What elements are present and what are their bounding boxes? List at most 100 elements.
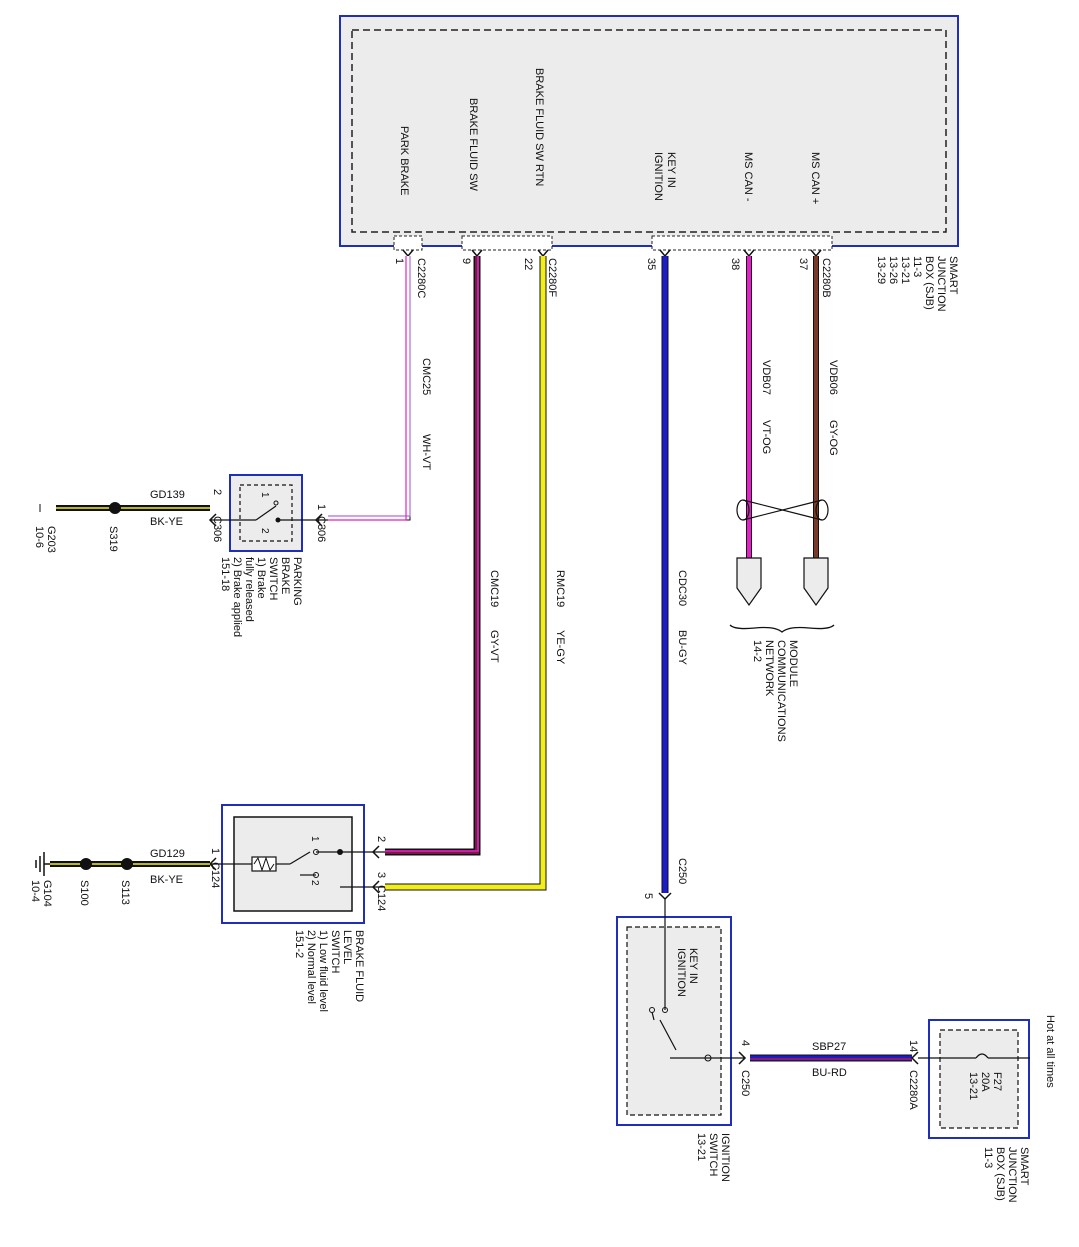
svg-text:IGNITION: IGNITION (719, 1133, 731, 1182)
wire-cmc19-circuit: CMC19 (488, 570, 500, 607)
pin-label-ms-can-minus: MS CAN - (742, 152, 754, 202)
sjb-bottom-pin-14: 14 (907, 1040, 919, 1052)
bfls-pin-2: 2 (375, 836, 387, 842)
svg-text:SMART: SMART (947, 256, 959, 295)
pin-number-22: 22 (522, 258, 534, 270)
svg-text:11-3: 11-3 (911, 256, 923, 277)
parking-brake-switch-name: PARKING BRAKE SWITCH 1) Brake fully rele… (219, 557, 303, 637)
bfls-connector-right: C124 (375, 885, 387, 911)
wire-rmc19-circuit: RMC19 (554, 570, 566, 607)
sjb-bottom-name: SMART JUNCTION BOX (SJB) 11-3 (982, 1147, 1030, 1203)
svg-text:SWITCH: SWITCH (329, 930, 341, 973)
splice-s319-label: S319 (107, 526, 119, 552)
svg-text:2) Brake applied: 2) Brake applied (231, 557, 243, 637)
bfls-pin-3: 3 (375, 872, 387, 878)
pin-number-9: 9 (460, 258, 472, 264)
sjb-bottom-module: F27 20A 13-21 (910, 1019, 1030, 1139)
sjb-top-frame (339, 15, 959, 247)
svg-text:13-21: 13-21 (899, 256, 911, 284)
connector-c2280c: C2280C (415, 258, 427, 298)
svg-text:13-21: 13-21 (695, 1133, 707, 1161)
svg-text:151-2: 151-2 (293, 930, 305, 958)
wire-vdb06-color: GY-OG (827, 420, 839, 456)
ignition-switch-inner-key-in: KEY IN (687, 948, 699, 984)
svg-text:fully released: fully released (243, 557, 255, 622)
wire-cmc19-color: GY-VT (488, 630, 500, 663)
svg-text:PARKING: PARKING (291, 557, 303, 606)
wire-gd139-color: BK-YE (150, 516, 183, 528)
pin-label-key-in: KEY IN (665, 152, 677, 188)
ign-pin-5: 5 (642, 893, 654, 899)
wire-rmc19 (385, 256, 547, 891)
svg-text:14-2: 14-2 (751, 640, 763, 662)
ign-pin-4: 4 (739, 1040, 751, 1046)
pin-label-brake-fluid-sw-rtn: BRAKE FLUID SW RTN (533, 68, 545, 186)
brake-fluid-level-switch-name: BRAKE FLUID LEVEL SWITCH 1) Low fluid le… (293, 930, 365, 1012)
pin-number-37: 37 (797, 258, 809, 270)
splice-s113 (121, 858, 133, 870)
fuse-f27-rating: 20A (979, 1072, 991, 1092)
wire-cdc30-circuit: CDC30 (676, 570, 688, 606)
svg-text:MODULE: MODULE (787, 640, 799, 687)
connector-c2280b-box (651, 235, 833, 251)
wire-vdb06-circuit: VDB06 (827, 360, 839, 395)
fuse-f27-symbol (975, 1053, 989, 1059)
bfls-connector-left: C124 (209, 862, 221, 888)
wire-gd129-color: BK-YE (150, 874, 183, 886)
sjb-top-terminals (402, 249, 822, 258)
brake-fluid-level-switch: 1 2 (208, 804, 385, 924)
connector-c250-top: C250 (676, 858, 688, 884)
pin-number-1: 1 (393, 258, 405, 264)
ground-g104-label: G104 (41, 880, 53, 907)
svg-text:JUNCTION: JUNCTION (935, 256, 947, 312)
wire-sbp27-color: BU-RD (812, 1067, 847, 1079)
pbs-connector-left: C306 (211, 516, 223, 542)
svg-text:SWITCH: SWITCH (707, 1133, 719, 1176)
svg-text:SMART: SMART (1018, 1147, 1030, 1186)
connector-c2280f-box (461, 235, 553, 251)
twisted-pair-symbol (736, 499, 829, 521)
svg-text:2) Normal level: 2) Normal level (305, 930, 317, 1004)
wire-vdb07-circuit: VDB07 (760, 360, 772, 395)
wire-vdb07-color: VT-OG (760, 420, 772, 454)
wire-gd129-circuit: GD129 (150, 848, 185, 860)
pin-label-ignition: IGNITION (652, 152, 664, 201)
wire-cmc25-color: WH-VT (420, 434, 432, 470)
ignition-switch-name: IGNITION SWITCH 13-21 (695, 1133, 731, 1182)
fuse-f27-ref: 13-21 (967, 1072, 979, 1100)
wire-gd139-circuit: GD139 (150, 489, 185, 501)
pbs-connector-right: C306 (315, 516, 327, 542)
svg-text:1) Low fluid level: 1) Low fluid level (317, 930, 329, 1012)
fuse-f27-label: F27 (991, 1072, 1003, 1091)
svg-text:13-29: 13-29 (875, 256, 887, 284)
hot-at-all-times-label: Hot at all times (1044, 1015, 1056, 1088)
wire-sbp27 (750, 1054, 912, 1062)
wire-rmc19-color: YE-GY (554, 630, 566, 665)
pin-label-park-brake: PARK BRAKE (398, 126, 410, 196)
splice-s100-label: S100 (78, 880, 90, 906)
svg-text:BRAKE FLUID: BRAKE FLUID (353, 930, 365, 1002)
svg-text:BRAKE: BRAKE (279, 557, 291, 594)
wire-gd129 (35, 852, 210, 876)
sjb-bottom-connector: C2280A (907, 1070, 919, 1110)
svg-text:LEVEL: LEVEL (341, 930, 353, 964)
connector-c2280b: C2280B (820, 258, 832, 298)
svg-text:JUNCTION: JUNCTION (1006, 1147, 1018, 1203)
network-connectors (729, 557, 835, 633)
sjb-top-module: PARK BRAKE BRAKE FLUID SW BRAKE FLUID SW… (339, 15, 959, 312)
ground-symbol (35, 852, 50, 876)
module-network-label: MODULE COMMUNICATIONS NETWORK 14-2 (751, 640, 799, 742)
svg-text:1: 1 (309, 836, 320, 842)
connector-c2280c-box (393, 235, 423, 251)
pin-number-38: 38 (729, 258, 741, 270)
splice-s100 (80, 858, 92, 870)
wire-cmc19 (385, 256, 481, 856)
splice-s113-label: S113 (119, 880, 131, 905)
sjb-top-name: SMART JUNCTION BOX (SJB) 11-3 13-21 13-2… (875, 256, 959, 312)
wire-gd139 (39, 502, 210, 514)
pin-label-brake-fluid-sw: BRAKE FLUID SW (467, 98, 479, 192)
bfls-pin-1: 1 (209, 848, 221, 854)
wire-cmc25-circuit: CMC25 (420, 358, 432, 395)
